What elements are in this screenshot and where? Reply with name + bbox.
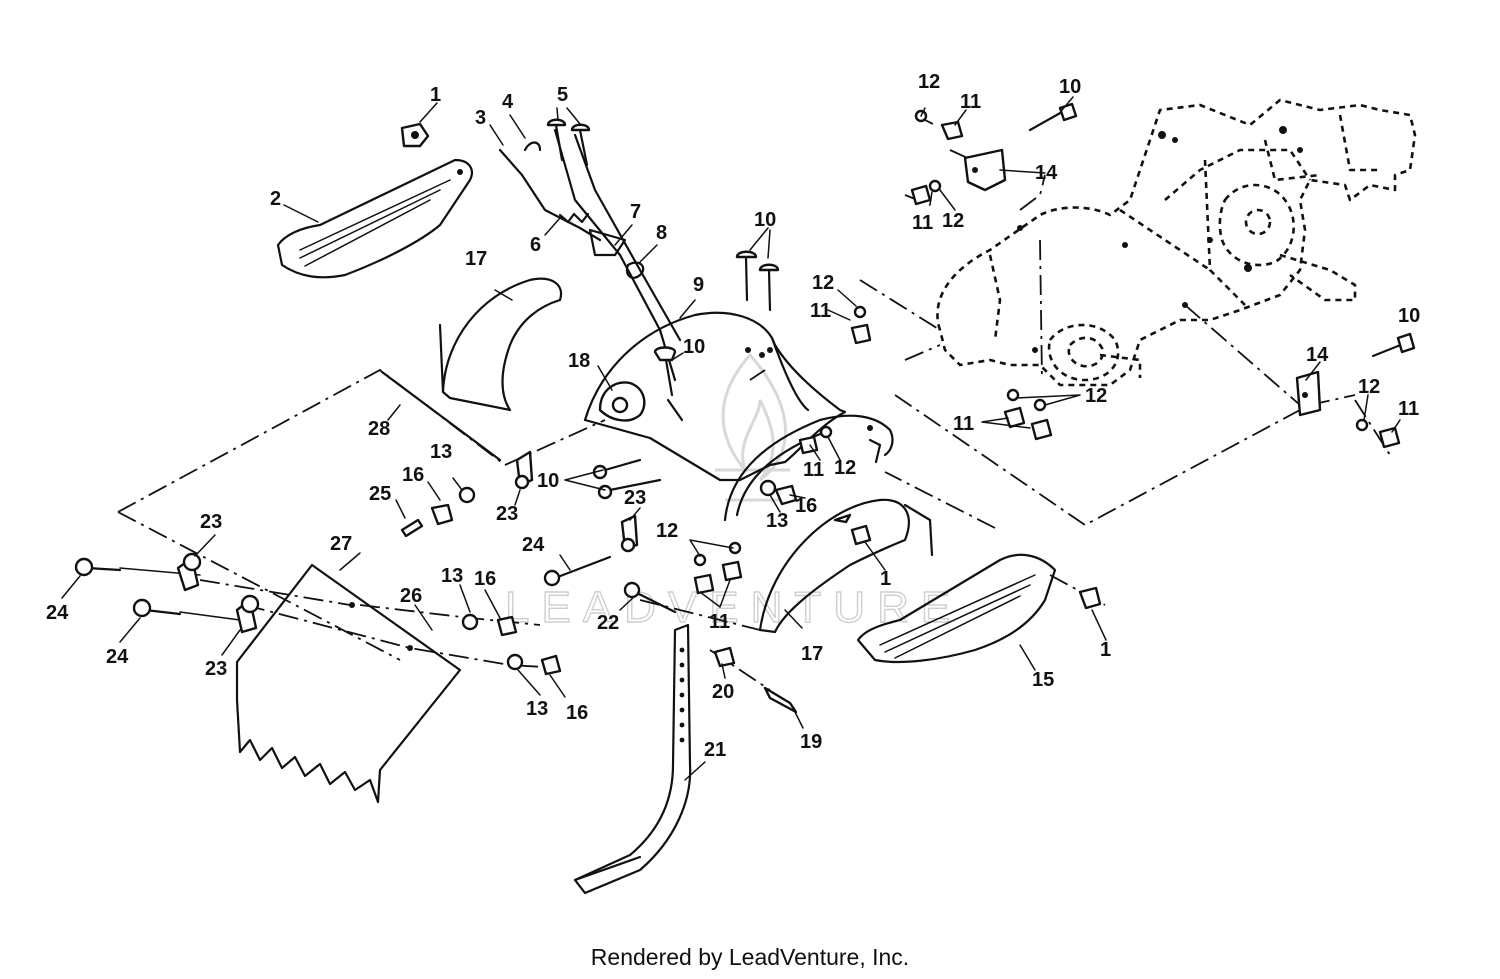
callout-24-mid: 24 bbox=[522, 534, 545, 556]
callout-12-bottom-frame: 12 bbox=[1085, 385, 1107, 407]
watermark-text: LEADVENTURE bbox=[505, 583, 962, 632]
callout-12-top: 12 bbox=[918, 71, 940, 93]
footrest-right bbox=[856, 553, 1057, 664]
callout-13-bottom: 13 bbox=[526, 698, 548, 720]
callout-10-hood-bolt: 10 bbox=[683, 336, 705, 358]
tiller-frame-ghost bbox=[936, 98, 1417, 387]
callout-23-lower: 23 bbox=[205, 658, 227, 680]
footer-credit: Rendered by LeadVenture, Inc. bbox=[590, 944, 910, 970]
callout-6: 6 bbox=[530, 234, 541, 256]
callout-8: 8 bbox=[656, 222, 667, 244]
callout-11-bottom-frame: 11 bbox=[953, 413, 974, 435]
callout-1-center: 1 bbox=[880, 568, 891, 590]
callout-11-lower: 11 bbox=[709, 611, 730, 633]
callout-10-top-right: 10 bbox=[1059, 76, 1081, 98]
callout-2: 2 bbox=[270, 188, 281, 210]
callout-24-upper-left: 24 bbox=[46, 602, 69, 624]
callout-16-plate: 16 bbox=[474, 568, 496, 590]
callout-11-hood: 11 bbox=[803, 459, 824, 481]
callout-28: 28 bbox=[368, 418, 390, 440]
callout-1-right: 1 bbox=[1100, 639, 1111, 661]
callout-11-top: 11 bbox=[960, 91, 981, 113]
callout-3: 3 bbox=[475, 107, 486, 129]
callout-16-bottom: 16 bbox=[566, 702, 588, 724]
callout-5: 5 bbox=[557, 84, 568, 106]
callout-17-upper: 17 bbox=[465, 248, 487, 270]
callout-14-top: 14 bbox=[1035, 162, 1058, 184]
callout-16-left: 16 bbox=[402, 464, 424, 486]
callout-labels: 1 2 3 4 5 6 7 8 9 10 10 10 10 10 12 11 1… bbox=[46, 71, 1420, 761]
callout-24-lower-left: 24 bbox=[106, 646, 129, 668]
callout-22: 22 bbox=[597, 612, 619, 634]
callout-12-lower: 12 bbox=[656, 520, 678, 542]
drag-bar-plate bbox=[235, 563, 462, 804]
callout-18: 18 bbox=[568, 350, 590, 372]
knob-18 bbox=[598, 381, 646, 422]
footrest-left bbox=[276, 158, 473, 279]
callout-23-mid: 23 bbox=[624, 487, 646, 509]
callout-12-frame: 12 bbox=[942, 210, 964, 232]
callout-26: 26 bbox=[400, 585, 422, 607]
callout-12-mid: 12 bbox=[812, 272, 834, 294]
callout-11-right: 11 bbox=[1398, 398, 1419, 420]
callout-14-right: 14 bbox=[1306, 344, 1329, 366]
callout-16-hood: 16 bbox=[795, 495, 817, 517]
callout-23-upper: 23 bbox=[200, 511, 222, 533]
watermark-logo bbox=[715, 352, 790, 502]
callout-12-right: 12 bbox=[1358, 376, 1380, 398]
callout-12-hood: 12 bbox=[834, 457, 856, 479]
fasteners bbox=[74, 102, 1416, 714]
callout-17-lower: 17 bbox=[801, 643, 823, 665]
callout-11-mid: 11 bbox=[810, 300, 831, 322]
callout-15: 15 bbox=[1032, 669, 1054, 691]
callout-9: 9 bbox=[693, 274, 704, 296]
callout-10-vertical-bolts: 10 bbox=[754, 209, 776, 231]
callout-21: 21 bbox=[704, 739, 726, 761]
callout-1: 1 bbox=[430, 84, 441, 106]
callout-10-right: 10 bbox=[1398, 305, 1420, 327]
callout-13-left: 13 bbox=[430, 441, 452, 463]
callout-11-frame: 11 bbox=[912, 212, 933, 234]
leader-lines bbox=[61, 96, 1401, 781]
depth-stake bbox=[573, 623, 692, 895]
side-shield-upper bbox=[438, 277, 563, 412]
side-shield-lower bbox=[758, 498, 934, 634]
callout-7: 7 bbox=[630, 201, 641, 223]
callout-25: 25 bbox=[369, 483, 391, 505]
callout-4: 4 bbox=[502, 91, 514, 113]
callout-13-hood: 13 bbox=[766, 510, 788, 532]
callout-27: 27 bbox=[330, 533, 352, 555]
callout-23-rod: 23 bbox=[496, 503, 518, 525]
callout-19: 19 bbox=[800, 731, 822, 753]
callout-10-horizontal-bolts: 10 bbox=[537, 470, 559, 492]
callout-20: 20 bbox=[712, 681, 734, 703]
callout-13-plate: 13 bbox=[441, 565, 463, 587]
depth-control-linkage bbox=[498, 128, 682, 382]
